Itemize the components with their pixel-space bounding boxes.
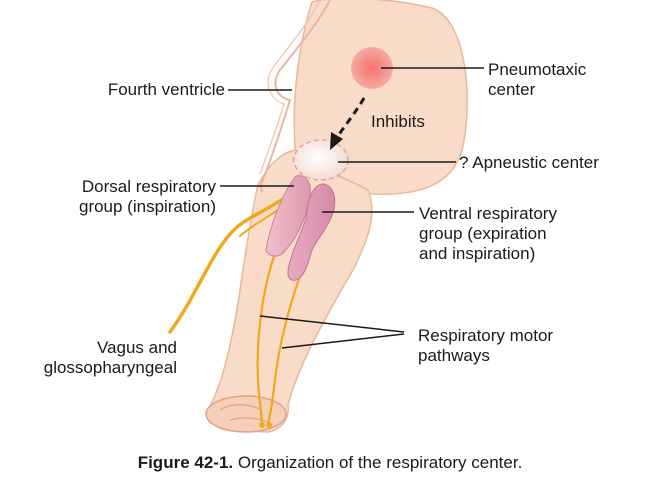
label-dorsal-respiratory-group: Dorsal respiratory group (inspiration) — [78, 177, 216, 216]
spinal-cord-cut-end — [205, 395, 287, 433]
figure-number: Figure 42-1. — [137, 453, 234, 472]
medulla — [208, 149, 373, 433]
ventral-respiratory-group — [287, 183, 336, 281]
inhibits-arrow — [336, 97, 366, 137]
label-inhibits: Inhibits — [371, 112, 425, 131]
dorsal-respiratory-group — [265, 175, 311, 257]
label-respiratory-motor-pathways: Respiratory motor pathways — [418, 326, 554, 365]
figure-caption-text: Organization of the respiratory center. — [237, 453, 523, 472]
leader-lines — [220, 67, 484, 349]
label-fourth-ventricle: Fourth ventricle — [107, 80, 225, 99]
label-pneumotaxic-center: Pneumotaxic center — [488, 60, 587, 99]
apneustic-center — [293, 139, 349, 181]
fourth-ventricle — [260, 0, 331, 193]
motor-pathway-left — [256, 249, 278, 425]
vagus-nerve — [168, 184, 302, 334]
label-vagus-glossopharyngeal: Vagus and glossopharyngeal — [43, 338, 177, 377]
label-ventral-respiratory-group: Ventral respiratory group (expiration an… — [419, 204, 557, 263]
motor-pathway-right — [266, 275, 302, 425]
figure-caption: Figure 42-1. Organization of the respira… — [0, 453, 660, 473]
label-apneustic-center: ? Apneustic center — [459, 153, 599, 172]
pneumotaxic-center — [351, 47, 393, 89]
inhibits-arrowhead — [330, 132, 343, 150]
